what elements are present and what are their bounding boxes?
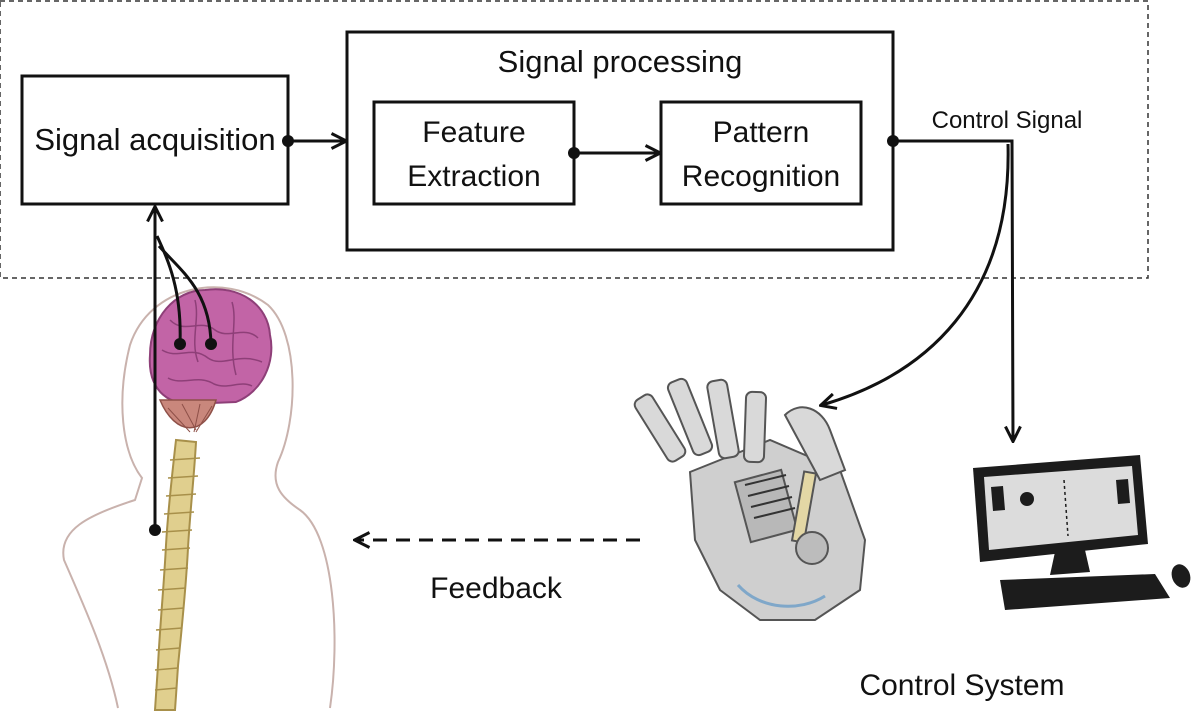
signal-acquisition-box [20, 74, 290, 206]
pattern-recognition-label-line1: Pattern [713, 116, 810, 149]
spine-icon [153, 438, 201, 711]
pattern-recognition-label-line2: Recognition [682, 160, 840, 193]
signal-acquisition-label: Signal acquisition [34, 122, 275, 157]
feature-to-pattern-arrow [568, 147, 659, 159]
control-system-label: Control System [859, 669, 1064, 702]
feature-extraction-label-line1: Feature [422, 116, 525, 149]
electrode-wires [149, 208, 217, 536]
human-figure-icon [62, 286, 336, 709]
acquisition-to-processing-arrow [282, 135, 345, 147]
signal-processing-title: Signal processing [498, 44, 743, 79]
control-signal-line [822, 135, 1013, 440]
feature-extraction-box [372, 100, 576, 206]
computer-icon [973, 455, 1191, 610]
cerebellum [158, 399, 217, 429]
robotic-hand-icon [633, 377, 867, 621]
pattern-recognition-box [659, 100, 863, 206]
control-signal-label: Control Signal [932, 107, 1083, 134]
brain-icon [148, 288, 273, 433]
head-torso-outline [62, 286, 336, 709]
feedback-label: Feedback [430, 572, 563, 605]
feature-extraction-label-line2: Extraction [407, 160, 540, 193]
processing-region-boundary [0, 0, 1149, 279]
